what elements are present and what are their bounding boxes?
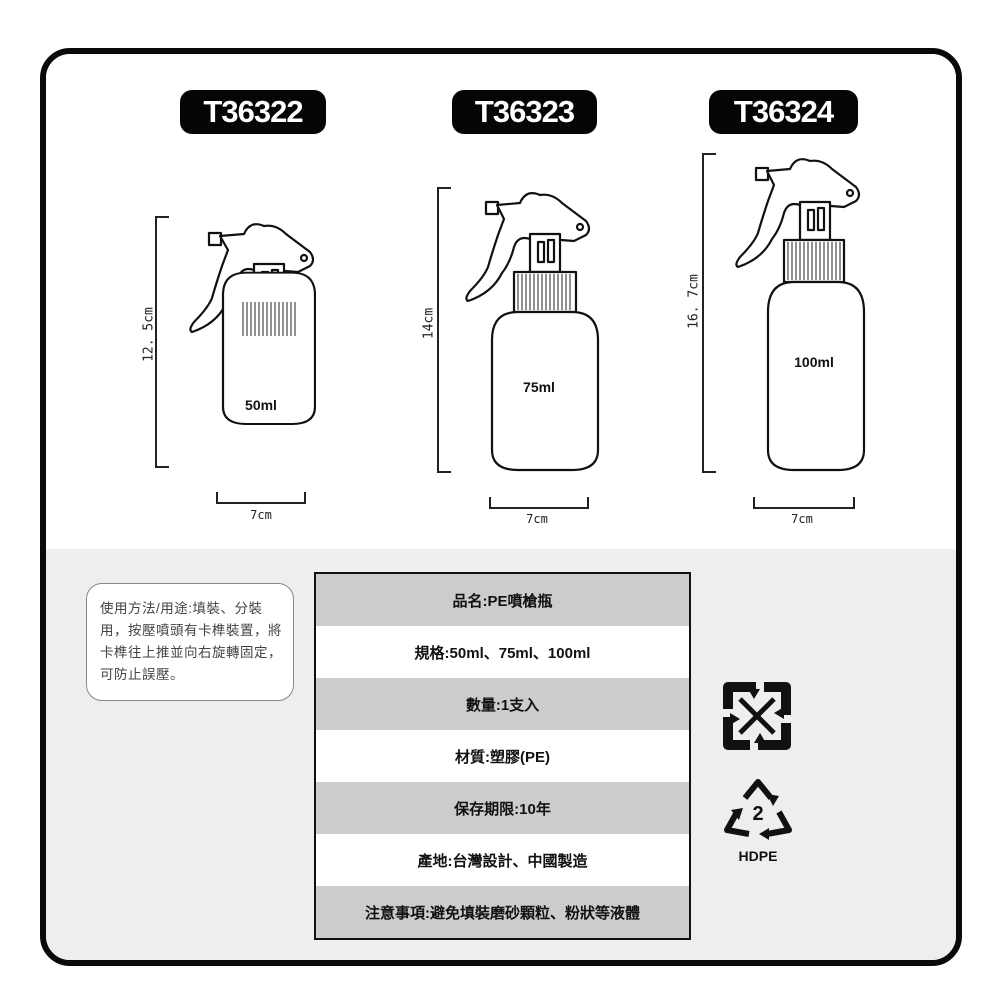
hdpe-recycle-icon: 2 xyxy=(724,779,792,840)
spray-bottle-100ml-icon xyxy=(735,158,866,472)
spray-bottle-75ml-icon xyxy=(465,192,600,472)
spec-row-quantity: 數量:1支入 xyxy=(316,678,689,730)
width-label: 7cm xyxy=(791,512,813,526)
height-dimension-line xyxy=(155,216,169,468)
width-dimension-line xyxy=(753,497,855,509)
width-label: 7cm xyxy=(526,512,548,526)
diagram-section: T36322 T36323 T36324 12. 5cm 7cm 14cm 7c… xyxy=(46,54,956,549)
spec-row-shelf-life: 保存期限:10年 xyxy=(316,782,689,834)
spec-row-specification: 規格:50ml、75ml、100ml xyxy=(316,626,689,678)
width-dimension-line xyxy=(489,497,589,509)
product-sheet-frame: T36322 T36323 T36324 12. 5cm 7cm 14cm 7c… xyxy=(40,48,962,966)
height-dimension-line xyxy=(702,153,716,473)
height-label: 16. 7cm xyxy=(686,274,702,329)
volume-label: 75ml xyxy=(523,379,555,395)
height-label: 14cm xyxy=(421,307,437,340)
spec-row-product-name: 品名:PE噴槍瓶 xyxy=(316,574,689,626)
width-label: 7cm xyxy=(250,508,272,522)
taiwan-recycle-icon xyxy=(723,682,791,750)
model-tag-t36323: T36323 xyxy=(452,90,597,134)
svg-text:2: 2 xyxy=(752,803,763,825)
spray-bottle-50ml-icon xyxy=(189,223,316,425)
width-dimension-line xyxy=(216,492,306,504)
volume-label: 100ml xyxy=(794,354,834,370)
usage-note-box: 使用方法/用途:填裝、分裝用，按壓噴頭有卡榫裝置，將卡榫往上推並向右旋轉固定，可… xyxy=(86,583,294,701)
hdpe-label: HDPE xyxy=(738,848,778,864)
height-dimension-line xyxy=(437,187,451,473)
volume-label: 50ml xyxy=(245,397,277,413)
spec-row-material: 材質:塑膠(PE) xyxy=(316,730,689,782)
spec-row-origin: 產地:台灣設計、中國製造 xyxy=(316,834,689,886)
model-tag-t36324: T36324 xyxy=(709,90,858,134)
spec-table: 品名:PE噴槍瓶 規格:50ml、75ml、100ml 數量:1支入 材質:塑膠… xyxy=(314,572,691,940)
model-tag-t36322: T36322 xyxy=(180,90,326,134)
height-label: 12. 5cm xyxy=(141,307,157,362)
spec-row-caution: 注意事項:避免填裝磨砂顆粒、粉狀等液體 xyxy=(316,886,689,938)
